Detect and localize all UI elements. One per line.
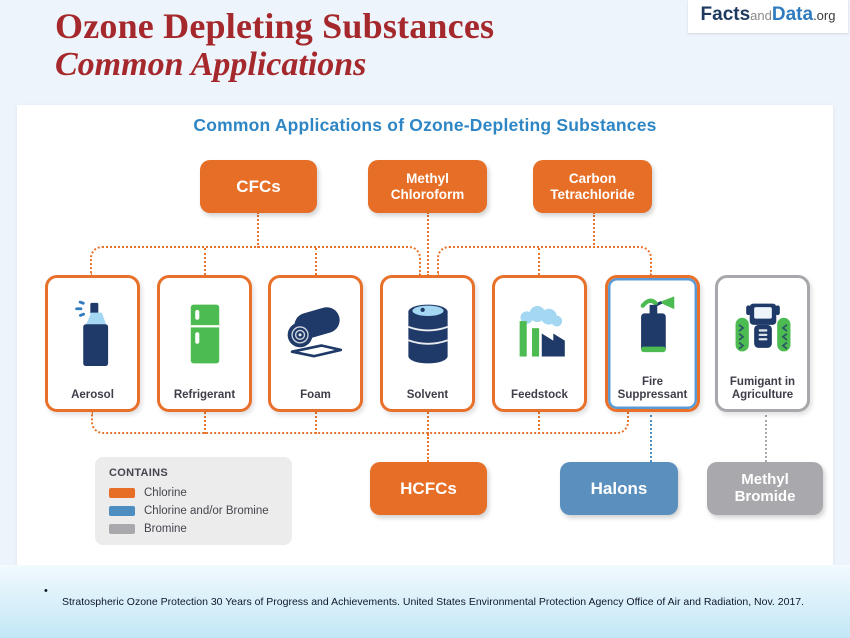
substance-label: HCFCs xyxy=(400,478,457,498)
substance-box-methyl-bromide: Methyl Bromide xyxy=(707,462,823,515)
substance-box-hcfcs: HCFCs xyxy=(370,462,487,515)
bromine-swatch xyxy=(109,524,135,534)
application-label: Aerosol xyxy=(71,389,114,402)
connector-feedstock-bottom-stub xyxy=(538,412,540,434)
connector-solvent-bottom-stub xyxy=(427,412,429,434)
legend-label: Bromine xyxy=(144,523,187,535)
application-label: Fire Suppressant xyxy=(617,376,688,402)
logo-and: and xyxy=(750,8,772,23)
chlorine-swatch xyxy=(109,488,135,498)
substance-label: Halons xyxy=(590,478,648,498)
application-card-aerosol: Aerosol xyxy=(45,275,140,412)
application-card-fire-suppressant: Fire Suppressant xyxy=(605,275,700,412)
application-card-fumigant: Fumigant in Agriculture xyxy=(715,275,810,412)
application-card-solvent: Solvent xyxy=(380,275,475,412)
legend-item-bromine: Bromine xyxy=(109,523,292,535)
substance-label: CFCs xyxy=(236,176,281,196)
logo-facts: Facts xyxy=(700,4,751,25)
footer: • Stratospheric Ozone Protection 30 Year… xyxy=(0,565,850,638)
connector-hcfcs-bracket xyxy=(91,412,629,434)
factory-icon xyxy=(495,278,584,389)
substance-box-cfcs: CFCs xyxy=(200,160,317,213)
citation-bullet: • xyxy=(44,585,48,597)
legend-label: Chlorine xyxy=(144,487,187,499)
barrel-icon xyxy=(383,278,472,389)
connector-hcfcs-drop xyxy=(427,434,429,462)
connector-carbon-tetrachloride-bracket xyxy=(437,246,652,275)
logo-org: .org xyxy=(813,8,836,23)
connector-halons-line xyxy=(650,415,652,462)
legend-item-chlorine-bromine: Chlorine and/or Bromine xyxy=(109,505,292,517)
chlorine-bromine-swatch xyxy=(109,506,135,516)
connector-foam-stub xyxy=(315,248,317,275)
application-label: Fumigant in Agriculture xyxy=(729,376,796,402)
page-subtitle: Common Applications xyxy=(55,46,367,84)
connector-methyl-chloroform-stub xyxy=(427,212,429,276)
application-card-refrigerant: Refrigerant xyxy=(157,275,252,412)
legend-item-chlorine: Chlorine xyxy=(109,487,292,499)
substance-box-carbon-tetrachloride: Carbon Tetrachloride xyxy=(533,160,652,213)
connector-cfcs-bracket xyxy=(90,246,421,275)
legend-title: CONTAINS xyxy=(109,467,169,479)
connector-refrigerant-stub xyxy=(204,248,206,275)
application-label: Foam xyxy=(300,389,331,402)
citation-text: Stratospheric Ozone Protection 30 Years … xyxy=(62,595,805,608)
connector-refrigerant-bottom-stub xyxy=(204,412,206,434)
substance-box-halons: Halons xyxy=(560,462,678,515)
substance-label: Methyl Bromide xyxy=(734,470,796,505)
page-title: Ozone Depleting Substances xyxy=(55,6,495,46)
spray-can-icon xyxy=(48,278,137,389)
application-label: Solvent xyxy=(406,389,449,402)
fire-extinguisher-icon xyxy=(608,278,697,376)
connector-methyl-bromide-line xyxy=(765,415,767,462)
legend-label: Chlorine and/or Bromine xyxy=(144,505,269,517)
application-label: Feedstock xyxy=(511,389,568,402)
diagram-panel: Common Applications of Ozone-Depleting S… xyxy=(17,105,833,565)
refrigerator-icon xyxy=(160,278,249,389)
legend: CONTAINS Chlorine Chlorine and/or Bromin… xyxy=(95,457,292,545)
header: Ozone Depleting Substances Common Applic… xyxy=(55,6,494,84)
substance-label: Carbon Tetrachloride xyxy=(550,171,635,202)
substance-label: Methyl Chloroform xyxy=(390,171,465,202)
application-card-feedstock: Feedstock xyxy=(492,275,587,412)
facts-and-data-logo: Facts and Data .org xyxy=(688,0,848,33)
connector-foam-bottom-stub xyxy=(315,412,317,434)
connector-feedstock-stub xyxy=(538,248,540,275)
connector-carbon-tetrachloride-stub xyxy=(593,212,595,248)
diagram-title: Common Applications of Ozone-Depleting S… xyxy=(193,115,657,135)
substance-box-methyl-chloroform: Methyl Chloroform xyxy=(368,160,487,213)
application-card-foam: Foam xyxy=(268,275,363,412)
tractor-icon xyxy=(718,278,807,376)
foam-roll-icon xyxy=(271,278,360,389)
application-label: Refrigerant xyxy=(173,389,236,402)
logo-data: Data xyxy=(771,4,814,25)
connector-cfcs-stub xyxy=(257,212,259,248)
